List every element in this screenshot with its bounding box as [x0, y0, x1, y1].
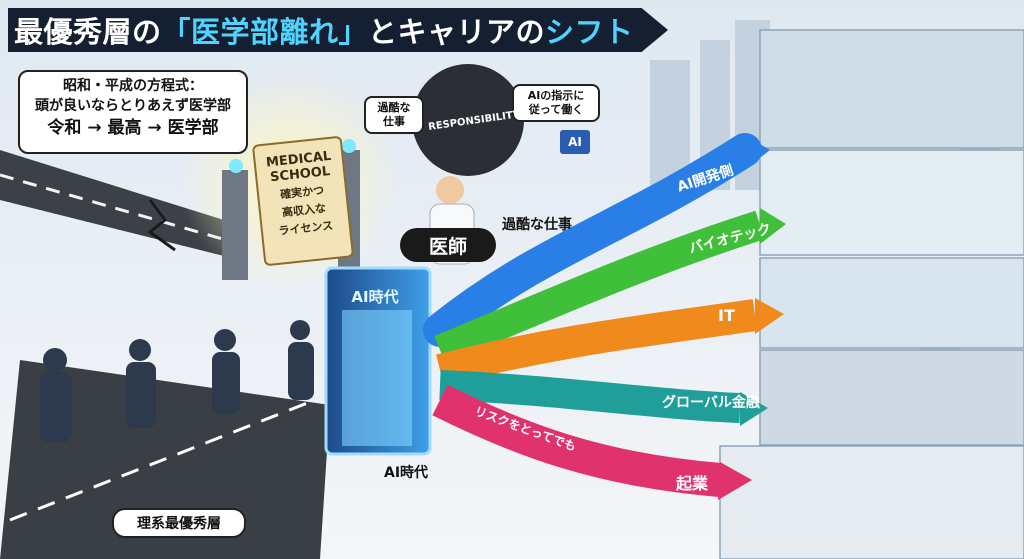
path-label-startup: 起業 [676, 474, 709, 493]
heavy-work-bubble: 過酷な 仕事 [364, 96, 424, 134]
path-label-it: IT [718, 306, 735, 325]
ai-board: AI [560, 130, 590, 154]
formula-line-1: 昭和・平成の方程式： [63, 78, 203, 94]
top-science-students-tag: 理系最優秀層 [112, 508, 246, 538]
title-part-4: シフト [545, 15, 634, 49]
gate-caption: AI時代 [384, 465, 429, 481]
medical-school-scroll: MEDICAL SCHOOL 確実かつ 高収入な ライセンス [251, 135, 355, 267]
gate-sign: AI時代 [351, 288, 399, 306]
title-banner [8, 8, 668, 52]
title-part-3: とキャリアの [368, 15, 546, 49]
formula-callout: 昭和・平成の方程式： 頭が良いならとりあえず医学部 令和 → 最高 → 医学部 [18, 70, 248, 154]
title-part-1: 最優秀層の [14, 15, 162, 49]
doctor-tag: 医師 [400, 228, 496, 262]
formula-line-3: 令和 → 最高 → 医学部 [47, 118, 219, 138]
doctor-caption: 過酷な仕事 [502, 217, 572, 233]
page-title: 最優秀層の「医学部離れ」とキャリアのシフト [14, 12, 634, 49]
title-part-2: 「医学部離れ」 [161, 15, 369, 49]
ai-order-bubble: AIの指示に 従って働く [512, 84, 600, 122]
path-label-global-finance: グローバル金融 [662, 395, 760, 411]
career-panels [719, 29, 1024, 559]
formula-line-2: 頭が良いならとりあえず医学部 [35, 98, 231, 114]
